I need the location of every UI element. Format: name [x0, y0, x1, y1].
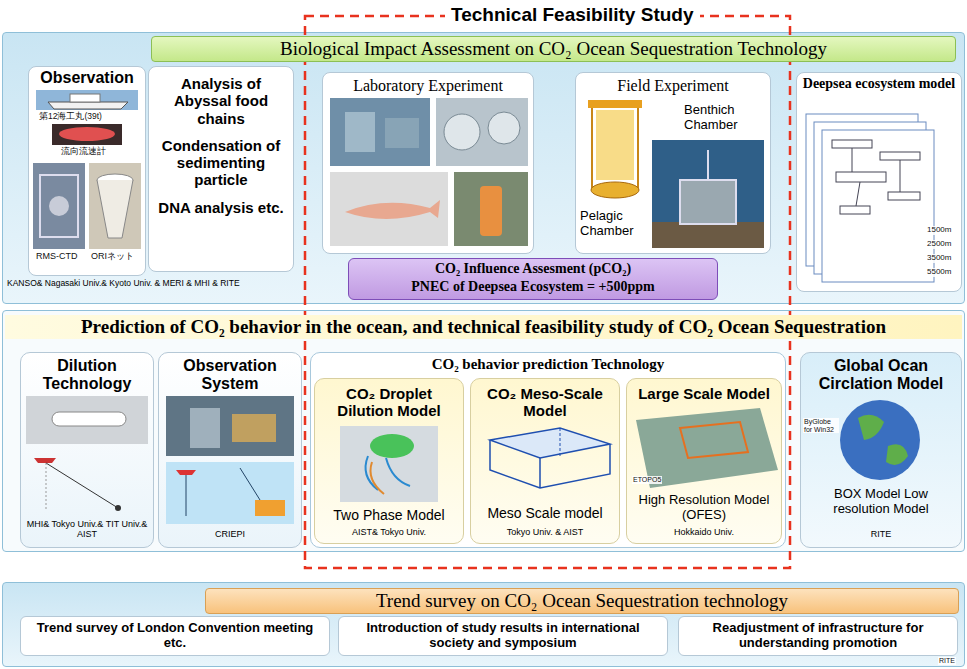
credit-text: MHI& Tokyo Univ.& TIT Univ.& AIST: [25, 519, 149, 540]
box-title: Dilution Technology: [25, 357, 149, 394]
content-box: Analysis of Abyssal food chainsCondensat…: [148, 66, 294, 272]
credit-text: Tokyo Univ. & AIST: [475, 527, 615, 537]
box-title: Laboratory Experiment: [327, 77, 529, 95]
image-label: RMS-CTD: [35, 252, 79, 262]
box-text: Meso Scale model: [475, 505, 615, 521]
model-box: Large Scale ModelHigh Resolution Model (…: [626, 378, 782, 544]
box-text: DNA analysis etc.: [153, 199, 289, 216]
box-text: Two Phase Model: [319, 507, 459, 523]
box-title: Deepsea ecosystem model: [801, 76, 957, 92]
band-heading: Prediction of CO₂ behavior in the ocean,…: [5, 315, 962, 339]
box-title: Large Scale Model: [631, 385, 777, 402]
box-text: High Resolution Model (OFES): [631, 493, 777, 523]
box-title: Field Experiment: [580, 77, 766, 95]
credit-text: CRIEPI: [163, 529, 297, 539]
image-label: ETOPO5: [632, 476, 662, 484]
result-box: CO₂ Influence Assesment (pCO₂) PNEC of De…: [348, 258, 718, 300]
box-title: CO₂ Droplet Dilution Model: [319, 385, 459, 420]
image-label: 5500m: [926, 268, 952, 277]
content-box: Laboratory Experiment: [322, 72, 534, 254]
survey-box: Introduction of study results in interna…: [338, 616, 668, 656]
model-box: Global Ocan Circlation ModelBOX Model Lo…: [800, 352, 962, 548]
box-text: Introduction of study results in interna…: [343, 621, 663, 651]
box-text: Readjustment of infrastructure for under…: [683, 621, 953, 651]
content-box: Dilution TechnologyMHI& Tokyo Univ.& TIT…: [20, 352, 154, 548]
survey-box: Readjustment of infrastructure for under…: [678, 616, 958, 656]
survey-box: Trend survey of London Convention meetin…: [20, 616, 330, 656]
box-text: BOX Model Low resolution Model: [805, 487, 957, 517]
image-label: 2500m: [926, 240, 952, 249]
credit-text: AIST& Tokyo Univ.: [319, 527, 459, 537]
box-text: Trend survey of London Convention meetin…: [25, 621, 325, 651]
credit-text: KANSO& Nagasaki Univ.& Kyoto Univ. & MER…: [7, 279, 303, 289]
box-title: Observation System: [163, 357, 297, 394]
image-label: 3500m: [926, 254, 952, 263]
box-text: CO₂ Influence Assesment (pCO₂): [353, 261, 713, 277]
model-box: CO₂ Droplet Dilution ModelTwo Phase Mode…: [314, 378, 464, 544]
content-box: Field ExperimentBenthich ChamberPelagic …: [575, 72, 771, 254]
model-box: CO₂ Meso-Scale ModelMeso Scale modelToky…: [470, 378, 620, 544]
box-title: Observation: [33, 69, 141, 87]
credit-text: Hokkaido Univ.: [631, 527, 777, 537]
image-label: RITE: [938, 657, 956, 665]
panel-band: Observation Analysis of Abyssal food chai…: [2, 32, 965, 304]
group-box: CO₂ Droplet Dilution ModelTwo Phase Mode…: [310, 352, 786, 548]
box-text: Analysis of Abyssal food chains: [153, 75, 289, 127]
band-heading: Trend survey on CO₂ Ocean Sequestration …: [205, 588, 959, 614]
image-label: 流向流速計: [60, 147, 107, 157]
image-label: ByGlobe for Win32: [803, 418, 839, 433]
image-label: 第12海工丸(39t): [38, 112, 103, 121]
image-label: 1500m: [926, 226, 952, 235]
band-heading: Biological Impact Assessment on CO₂ Ocea…: [151, 36, 956, 62]
part-label: Benthich Chamber: [684, 103, 770, 133]
box-title: CO₂ Meso-Scale Model: [475, 385, 615, 420]
box-text: Condensation of sedimenting particle: [153, 137, 289, 189]
part-label: Pelagic Chamber: [580, 209, 652, 239]
image-label: ORIネット: [90, 252, 135, 262]
box-text: PNEC of Deepsea Ecosystem = +500ppm: [353, 279, 713, 295]
group-title: CO₂ behavior prediction Technology: [315, 356, 781, 373]
page-title: Technical Feasibility Study: [445, 4, 700, 26]
content-box: Observation: [28, 66, 146, 276]
panel-band: Trend survey of London Convention meetin…: [2, 582, 965, 667]
box-title: Global Ocan Circlation Model: [805, 357, 957, 394]
credit-text: RITE: [805, 529, 957, 539]
content-box: Observation SystemCRIEPI: [158, 352, 302, 548]
